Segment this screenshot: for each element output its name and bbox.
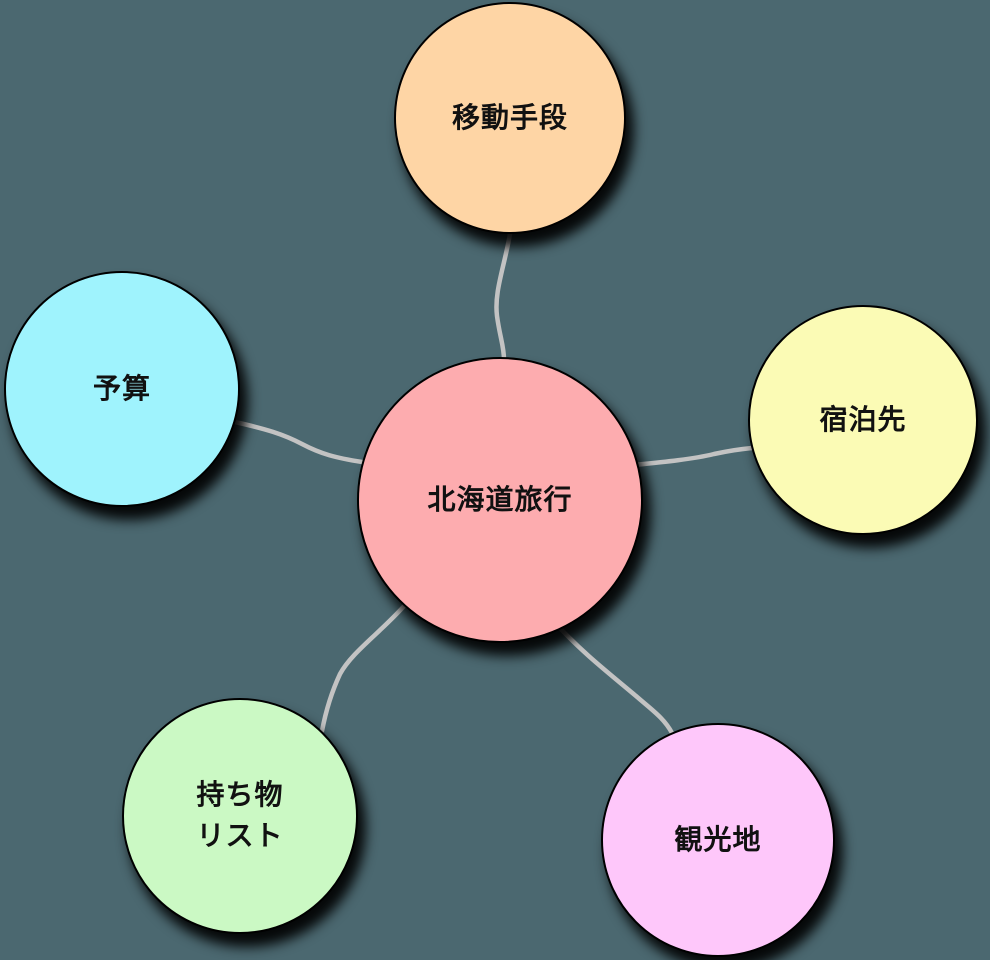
node-center-topic[interactable]: 北海道旅行 — [357, 357, 643, 643]
node-budget-label: 予算 — [92, 371, 151, 405]
node-center-label: 北海道旅行 — [427, 482, 573, 516]
connector-center-transportation — [494, 231, 513, 363]
connector-center-lodging — [631, 445, 755, 468]
node-sightseeing[interactable]: 観光地 — [601, 723, 835, 957]
node-packing-list-label-line2: リスト — [196, 819, 284, 852]
node-packing-list-label: 持ち物 リスト — [196, 775, 283, 856]
node-sightseeing-label: 観光地 — [674, 822, 762, 856]
node-transportation[interactable]: 移動手段 — [394, 2, 626, 234]
node-budget[interactable]: 予算 — [4, 271, 240, 507]
node-packing-list[interactable]: 持ち物 リスト — [122, 698, 358, 934]
connector-center-budget — [232, 419, 365, 465]
node-packing-list-label-line1: 持ち物 — [196, 778, 284, 812]
node-lodging-label: 宿泊先 — [819, 402, 907, 436]
connector-center-sightseeing — [555, 623, 675, 736]
node-lodging[interactable]: 宿泊先 — [748, 305, 978, 535]
node-transportation-label: 移動手段 — [451, 100, 568, 134]
connector-center-packing-list — [319, 602, 408, 734]
